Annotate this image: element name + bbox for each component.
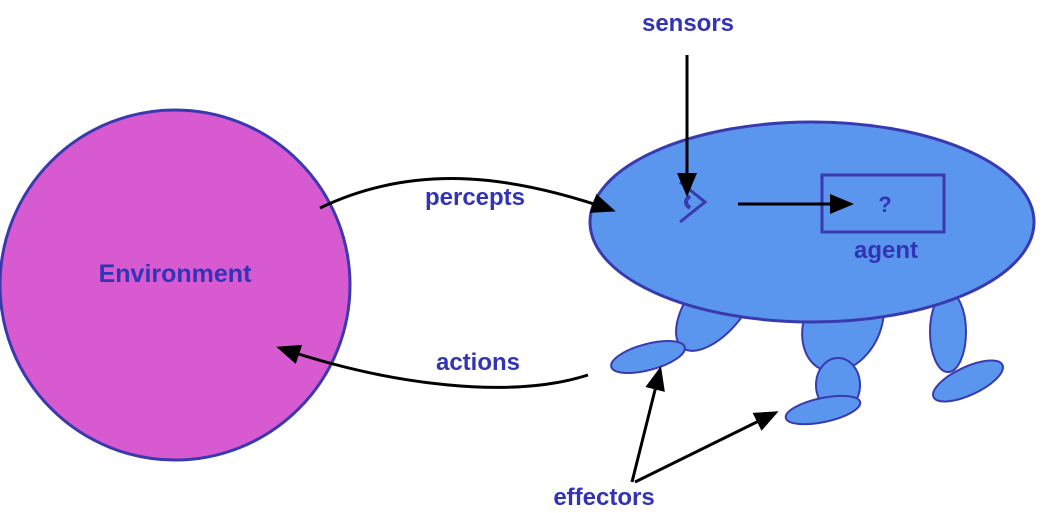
agent-label: agent (854, 237, 918, 264)
foot-front (608, 335, 688, 380)
effectors-arrow-left (632, 370, 660, 482)
effectors-arrow-right (635, 413, 775, 482)
effectors-label: effectors (553, 484, 654, 511)
percepts-label: percepts (425, 184, 525, 211)
sensors-label: sensors (642, 10, 734, 37)
decision-question-mark: ? (878, 192, 891, 217)
environment-label: Environment (99, 260, 252, 288)
agent-body (590, 122, 1034, 322)
actions-label: actions (436, 349, 520, 376)
